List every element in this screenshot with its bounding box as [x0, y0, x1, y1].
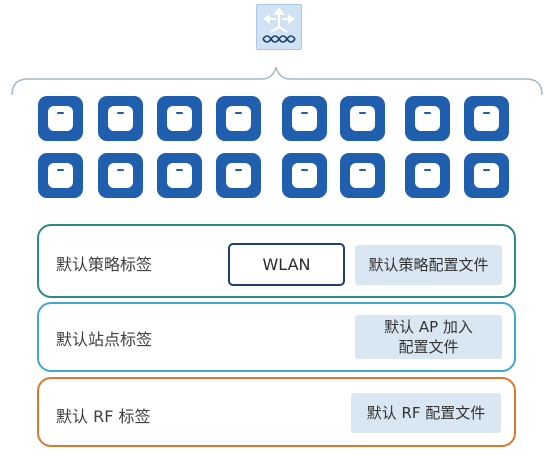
- access-point-icon: [464, 96, 509, 141]
- ap-join-profile-box: 默认 AP 加入 配置文件: [355, 315, 502, 359]
- access-point-icon: [340, 153, 385, 198]
- rf-tag-label: 默认 RF 标签: [56, 407, 151, 426]
- site-tag-label: 默认站点标签: [56, 330, 153, 349]
- access-point-icon: [216, 96, 261, 141]
- access-point-icon: [340, 96, 385, 141]
- access-point-icon: [98, 96, 143, 141]
- access-point-icon: [98, 153, 143, 198]
- access-point-icon: [282, 96, 327, 141]
- policy-tag-label: 默认策略标签: [56, 255, 153, 274]
- access-point-icon: [282, 153, 327, 198]
- access-point-icon: [157, 96, 202, 141]
- ap-join-profile-line2: 配置文件: [398, 338, 459, 356]
- access-point-icon: [157, 153, 202, 198]
- wlan-box: WLAN: [228, 243, 345, 286]
- access-point-icon: [38, 153, 83, 198]
- ap-join-profile-line1: 默认 AP 加入: [384, 318, 473, 336]
- access-point-icon: [405, 96, 450, 141]
- access-point-icon: [405, 153, 450, 198]
- access-point-icon: [38, 96, 83, 141]
- rf-profile-box: 默认 RF 配置文件: [351, 393, 501, 433]
- policy-profile-box: 默认策略配置文件: [355, 245, 502, 285]
- access-point-icon: [216, 153, 261, 198]
- wireless-controller-icon: [256, 4, 302, 50]
- access-point-icon: [464, 153, 509, 198]
- group-brace: [11, 65, 543, 96]
